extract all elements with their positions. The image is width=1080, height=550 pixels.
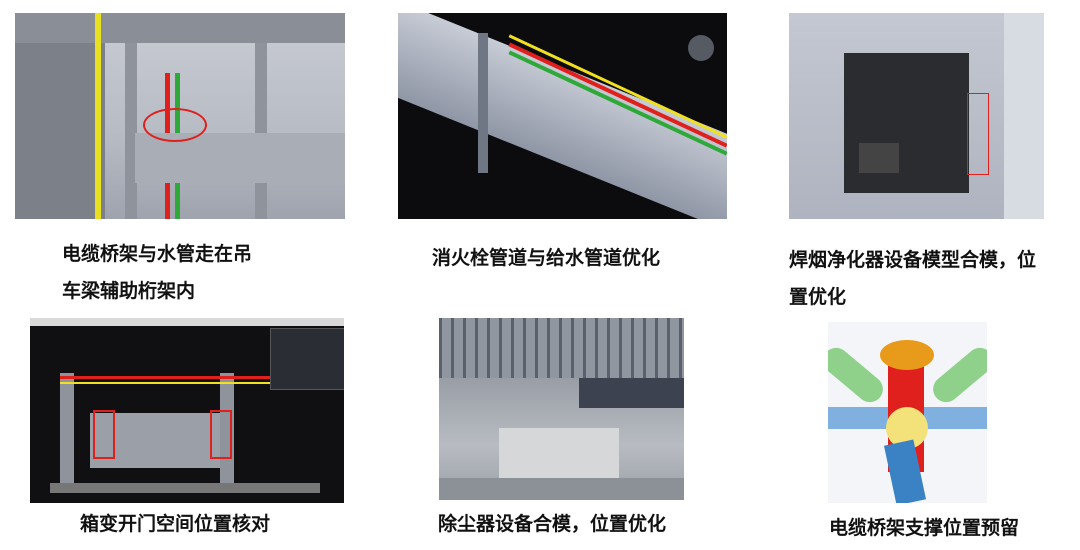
caption-line: 除尘器设备合模，位置优化	[438, 513, 667, 535]
fire-hydrant-pipe-image	[398, 13, 727, 219]
caption-line: 焊烟净化器设备模型合模，位	[789, 249, 1037, 271]
caption-4: 箱变开门空间位置核对	[80, 506, 270, 543]
dust-collector-image	[439, 318, 684, 500]
caption-line: 消火栓管道与给水管道优化	[432, 247, 661, 269]
caption-line: 置优化	[789, 286, 847, 308]
caption-line: 箱变开门空间位置核对	[80, 513, 271, 535]
caption-line: 电缆桥架与水管走在吊	[62, 243, 253, 265]
caption-line: 电缆桥架支撑位置预留	[829, 517, 1020, 539]
caption-1: 电缆桥架与水管走在吊 车梁辅助桁架内	[62, 236, 252, 310]
caption-2: 消火栓管道与给水管道优化	[432, 240, 660, 277]
caption-line: 车梁辅助桁架内	[62, 280, 196, 302]
welding-fume-purifier-image	[789, 13, 1044, 219]
caption-6: 电缆桥架支撑位置预留	[829, 510, 1019, 547]
caption-5: 除尘器设备合模，位置优化	[438, 506, 666, 543]
box-transformer-door-space-image	[30, 318, 344, 503]
caption-3: 焊烟净化器设备模型合模，位 置优化	[789, 242, 1036, 316]
cable-tray-support-image	[828, 322, 987, 503]
cable-tray-model-image	[15, 13, 345, 219]
